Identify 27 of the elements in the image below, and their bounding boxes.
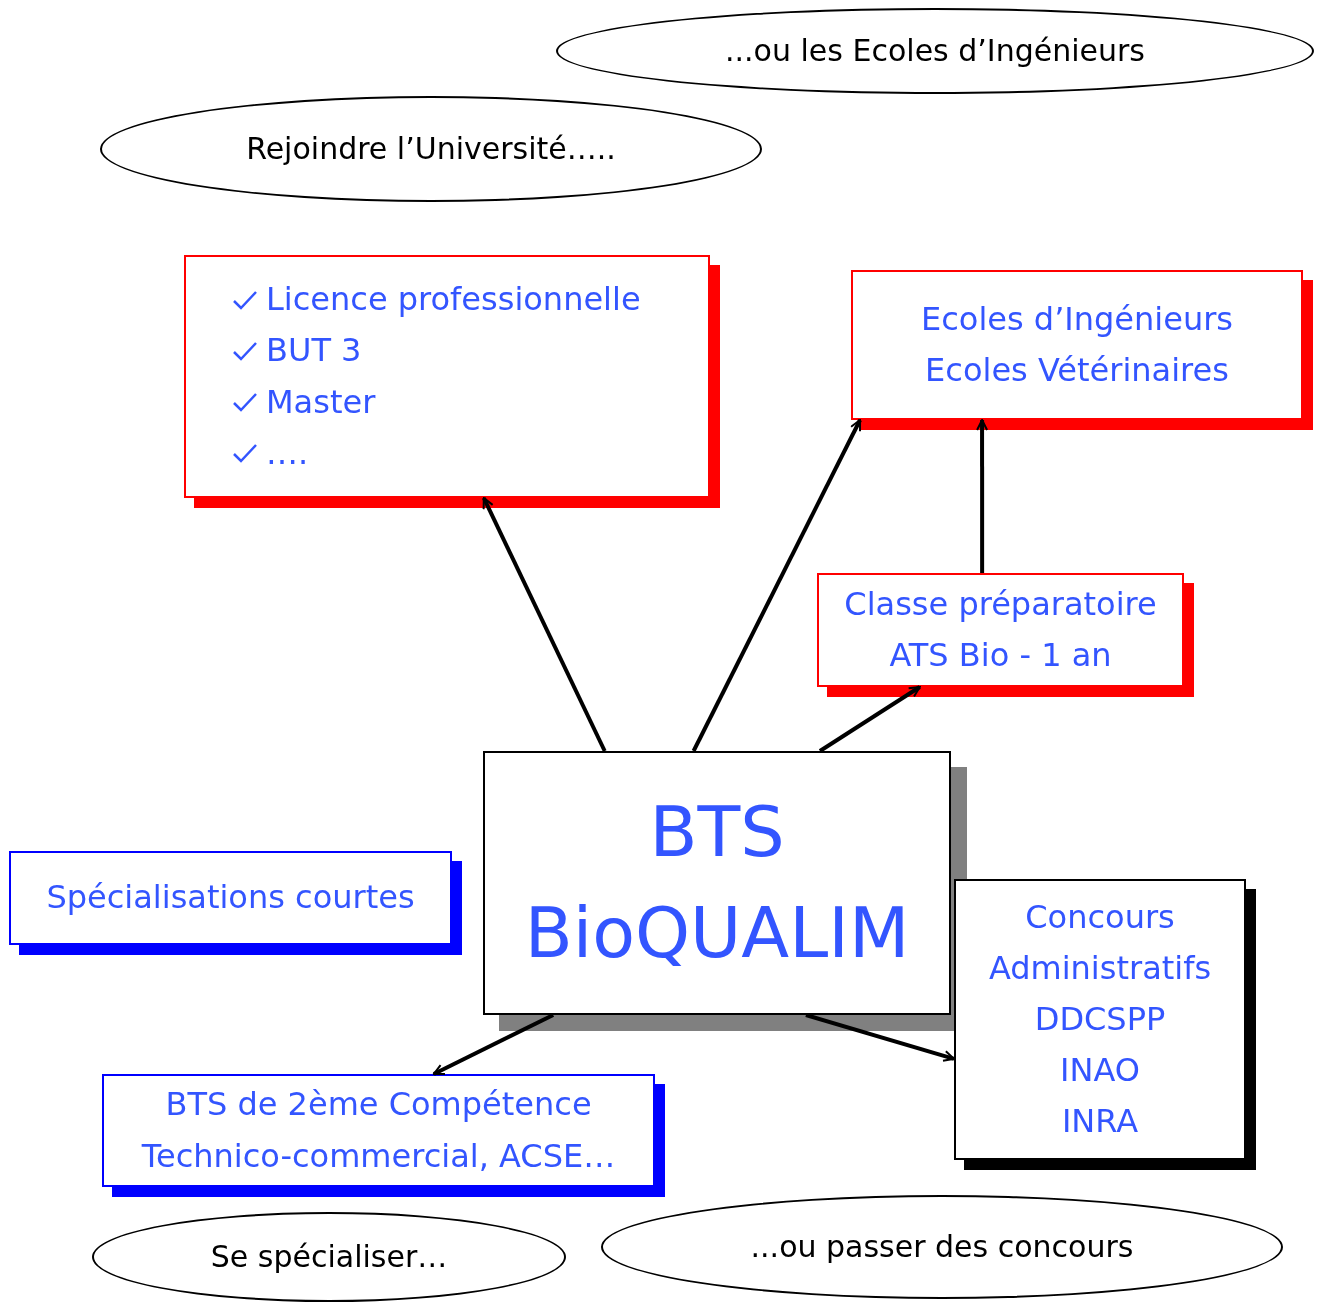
node-text: Ecoles d’Ingénieurs	[921, 298, 1233, 340]
node-text: INRA	[1061, 1101, 1139, 1143]
node-text: Concours Administratifs	[987, 896, 1213, 989]
node-text: Classe préparatoire	[844, 583, 1157, 625]
node-text: Spécialisations courtes	[46, 877, 415, 919]
arrow	[976, 419, 989, 573]
list-item: ….	[266, 432, 309, 474]
node-text: Se spécialiser…	[210, 1238, 448, 1276]
arrow	[482, 497, 607, 752]
node-text: Technico-commercial, ACSE…	[141, 1135, 616, 1177]
list-item: Licence professionnelle	[266, 279, 641, 321]
node-text: INAO	[1060, 1050, 1140, 1092]
node-text: Rejoindre l’Université…..	[246, 130, 616, 168]
node-text: ...ou passer des concours	[750, 1228, 1134, 1266]
arrow	[818, 685, 921, 753]
node-text: BTS de 2ème Compétence	[165, 1084, 592, 1126]
node-text: ...ou les Ecoles d’Ingénieurs	[725, 32, 1145, 70]
node-text: BTS	[649, 789, 785, 875]
node-text: DDCSPP	[1034, 998, 1166, 1040]
list-item: BUT 3	[266, 330, 362, 372]
node-text: ATS Bio - 1 an	[889, 635, 1112, 676]
arrow	[691, 419, 862, 752]
arrow	[432, 1013, 555, 1076]
arrow	[805, 1013, 955, 1062]
node-text: Ecoles Vétérinaires	[925, 350, 1229, 391]
node-text: BioQUALIM	[524, 891, 910, 976]
list-item: Master	[266, 381, 376, 423]
